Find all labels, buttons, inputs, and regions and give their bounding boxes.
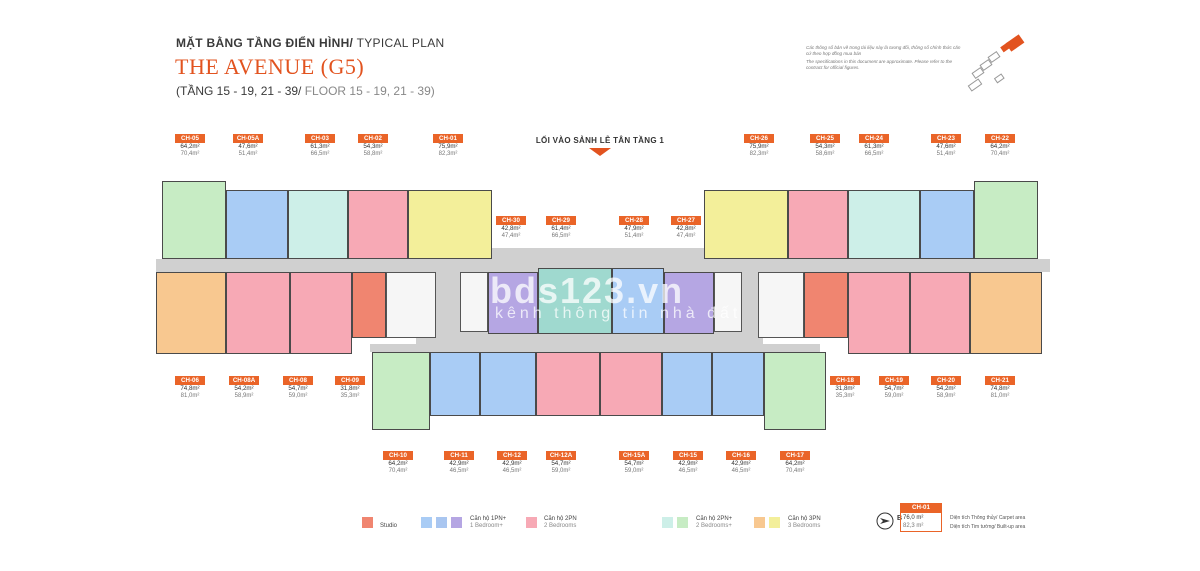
page-title: THE AVENUE (G5) [175, 54, 365, 79]
legend-swatch-2br-plus [662, 517, 673, 528]
unit-ch-26[interactable] [704, 190, 788, 259]
unit-ch-21[interactable] [970, 272, 1042, 354]
unit-ch-16[interactable] [712, 352, 764, 416]
area-key-carpet-value: 76,0 m² [903, 515, 924, 521]
area-key-carpet-label: Diện tích Thông thủy/ Carpet area [950, 515, 1026, 521]
compass-icon [876, 512, 894, 530]
area-key: CH-01 76,0 m² 82,3 m² [900, 503, 942, 532]
area-key-builtup-value: 82,3 m² [903, 523, 924, 529]
unit-ch-11[interactable] [430, 352, 480, 416]
lift-core-right [714, 272, 742, 332]
unit-ch-18[interactable] [804, 272, 848, 338]
stair-core-right [758, 272, 804, 338]
watermark-subtitle: kênh thông tin nhà đất [495, 305, 742, 322]
unit-ch-09[interactable] [352, 272, 386, 338]
stair-core-left [386, 272, 436, 338]
legend-swatch-1br-alt [436, 517, 447, 528]
corridor-bottom [370, 344, 820, 352]
unit-ch-06[interactable] [156, 272, 226, 354]
unit-ch-17[interactable] [764, 352, 826, 430]
unit-ch-27[interactable] [664, 272, 714, 334]
corridor-right [760, 259, 1050, 272]
unit-ch-15[interactable] [662, 352, 712, 416]
entrance-label: LỐI VÀO SẢNH LỄ TÂN TẦNG 1 [535, 136, 665, 145]
unit-ch-10[interactable] [372, 352, 430, 430]
unit-ch-15a[interactable] [600, 352, 662, 416]
area-key-builtup-label: Diện tích Tim tường/ Built-up area [950, 524, 1026, 530]
unit-ch-12a[interactable] [536, 352, 600, 416]
legend-2br-plus: Căn hộ 2PN+2 Bedrooms+ [696, 516, 733, 529]
unit-ch-05[interactable] [162, 181, 226, 259]
unit-ch-22[interactable] [974, 181, 1038, 259]
legend-swatch-1br-alt2 [451, 517, 462, 528]
legend-swatch-2br [526, 517, 537, 528]
unit-ch-25[interactable] [788, 190, 848, 259]
unit-ch-20[interactable] [910, 272, 970, 354]
unit-ch-12[interactable] [480, 352, 536, 416]
floor-range: (TẦNG 15 - 19, 21 - 39/ FLOOR 15 - 19, 2… [176, 84, 435, 98]
unit-ch-01[interactable] [408, 190, 492, 259]
unit-ch-30[interactable] [488, 272, 538, 334]
legend-1br: Căn hộ 1PN+1 Bedroom+ [470, 516, 507, 529]
unit-ch-08a[interactable] [226, 272, 290, 354]
entrance-arrow-icon [589, 148, 611, 156]
unit-ch-24[interactable] [848, 190, 920, 259]
unit-ch-03[interactable] [288, 190, 348, 259]
legend-swatch-3br-alt [769, 517, 780, 528]
watermark: bds123.vn [490, 270, 685, 311]
unit-ch-23[interactable] [920, 190, 974, 259]
unit-ch-19[interactable] [848, 272, 910, 354]
lift-core-left [460, 272, 488, 332]
legend-swatch-3br [754, 517, 765, 528]
area-key-code: CH-01 [900, 503, 942, 512]
legend-studio: Studio [380, 523, 398, 529]
unit-ch-05a[interactable] [226, 190, 288, 259]
disclaimer-note: Các thông số bản vẽ trong tài liệu này l… [806, 45, 961, 70]
compass-label: B [897, 515, 903, 522]
legend-swatch-2br-plus-alt [677, 517, 688, 528]
legend-swatch-studio [362, 517, 373, 528]
site-key-plan [967, 34, 1025, 92]
plan-subtitle: MẶT BẰNG TẦNG ĐIỂN HÌNH/ TYPICAL PLAN [176, 36, 445, 50]
corridor-left [156, 259, 436, 272]
unit-ch-29[interactable] [538, 268, 612, 334]
unit-ch-28[interactable] [612, 268, 664, 334]
unit-ch-08[interactable] [290, 272, 352, 354]
legend-swatch-1br [421, 517, 432, 528]
unit-ch-02[interactable] [348, 190, 408, 259]
